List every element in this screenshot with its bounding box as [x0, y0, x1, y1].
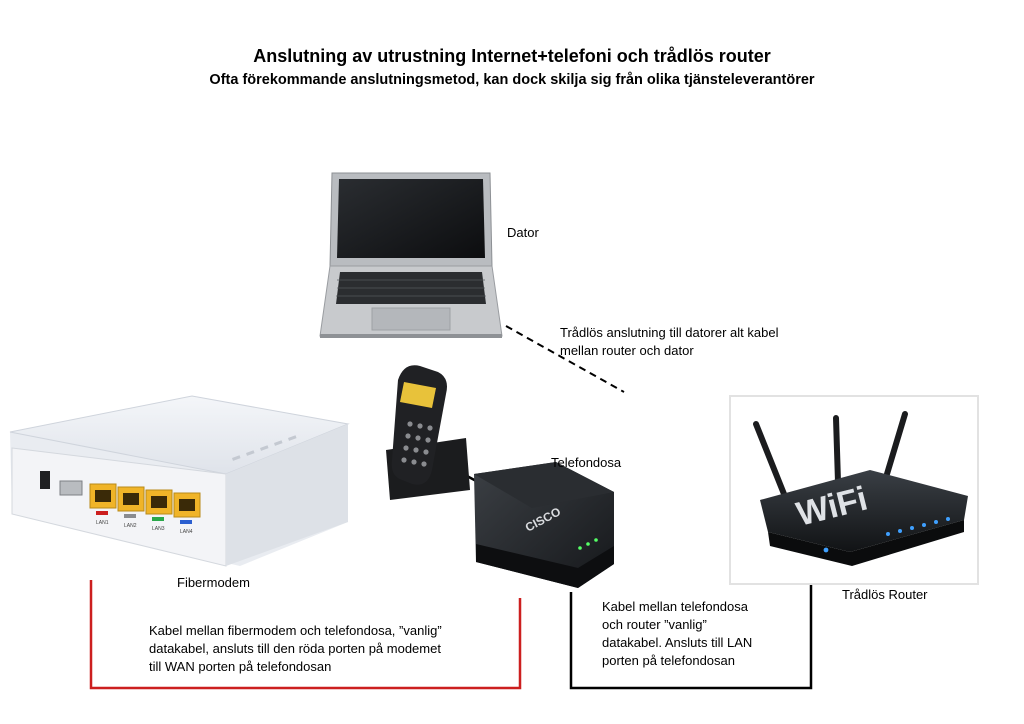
modem-port-label-1: LAN1: [96, 520, 109, 526]
modem-port-label-3: LAN3: [152, 526, 165, 532]
fiber-modem-icon: LAN1 LAN2 LAN3 LAN4: [9, 395, 350, 567]
modem-cable-note: Kabel mellan fibermodem och telefondosa,…: [149, 623, 442, 674]
diagram-subtitle: Ofta förekommande anslutningsmetod, kan …: [209, 72, 815, 88]
diagram-title: Anslutning av utrustning Internet+telefo…: [253, 46, 771, 66]
fiber-modem-label: Fibermodem: [177, 575, 250, 590]
modem-to-phonebox-cable: [89, 580, 522, 690]
modem-port-label-2: LAN2: [124, 523, 137, 529]
phone-box-icon: CISCO: [474, 462, 614, 588]
modem-port-label-4: LAN4: [180, 529, 193, 535]
router-cable-note: Kabel mellan telefondosa och router ”van…: [602, 599, 753, 668]
cordless-phone-icon: [386, 365, 470, 500]
wireless-router-label: Trådlös Router: [842, 587, 928, 600]
wireless-connection-note: Trådlös anslutning till datorer alt kabe…: [560, 325, 779, 358]
laptop-icon: [319, 172, 503, 338]
phonebox-to-router-cable: [569, 570, 813, 690]
computer-label: Dator: [507, 225, 539, 240]
wireless-link-dashed: [505, 325, 625, 393]
phone-box-label: Telefondosa: [551, 455, 622, 470]
wireless-router-icon: WiFi: [729, 395, 979, 585]
